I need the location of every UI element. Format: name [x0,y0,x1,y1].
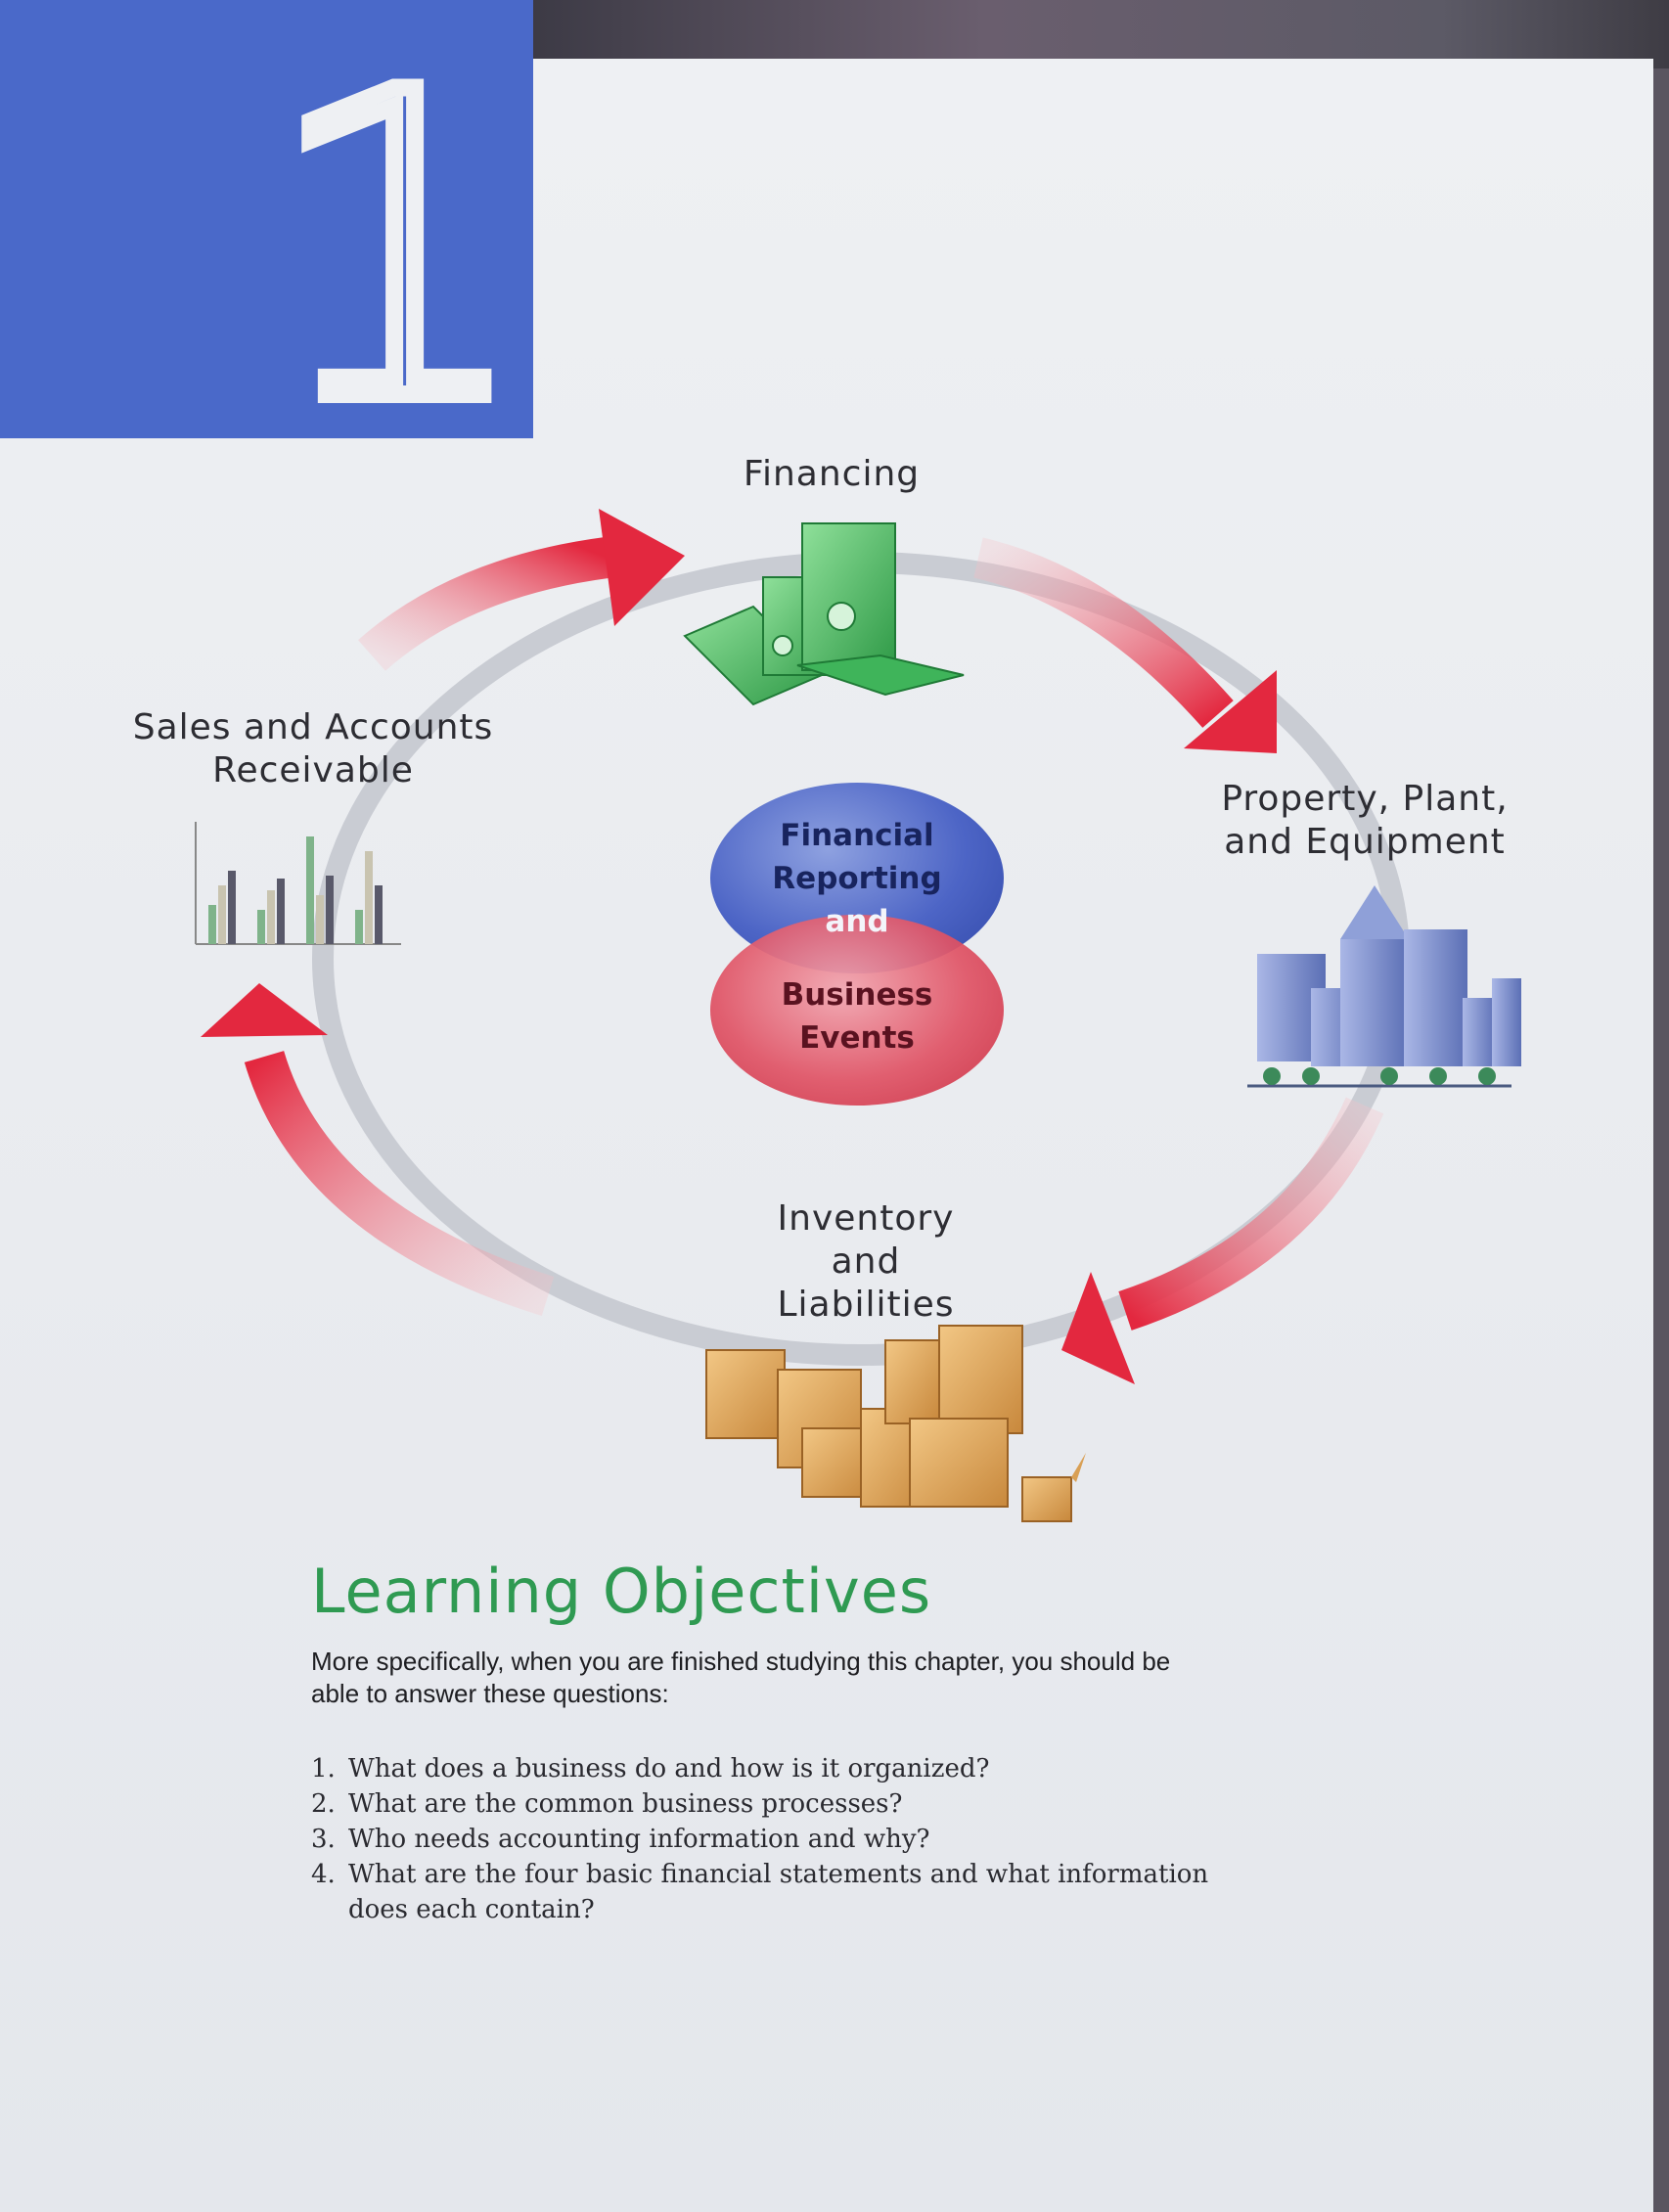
item-text: What are the four basic financial statem… [348,1860,1209,1924]
list-item: 4. What are the four basic financial stat… [311,1857,1211,1927]
ppe-label: Property, Plant, and Equipment [1203,778,1526,864]
sales-label-line: Sales and Accounts [132,707,494,747]
center-text-line: Events [799,1020,915,1056]
item-number: 1. [311,1754,336,1783]
list-item: 2. What are the common business processes… [311,1786,1211,1822]
center-bottom-text: Business Events [710,973,1004,1060]
financing-label: Financing [743,454,921,494]
learning-objectives-title: Learning Objectives [311,1556,932,1627]
item-text: What are the common business processes? [348,1789,903,1819]
list-item: 1. What does a business do and how is it … [311,1751,1211,1786]
inventory-label-line: Inventory [777,1198,955,1239]
business-events-ellipse [710,915,1004,1106]
money-stack-icon [683,522,965,706]
bar-chart-icon [195,822,401,945]
center-text-line: Business [781,977,933,1013]
arrow-inventory-to-sales [201,983,555,1317]
list-item: 3. Who needs accounting information and w… [311,1822,1211,1857]
item-text: Who needs accounting information and why… [348,1825,930,1854]
office-buildings-icon [1247,885,1521,1088]
center-text-line: Reporting [772,861,942,896]
center-text-line: Financial [780,818,934,853]
chapter-number: 1 [255,5,541,494]
learning-objectives-list: 1. What does a business do and how is it … [311,1751,1211,1927]
learning-objectives-intro: More specifically, when you are finished… [311,1647,1171,1708]
item-number: 3. [311,1825,336,1854]
item-text: What does a business do and how is it or… [348,1754,990,1783]
sales-label: Sales and Accounts Receivable [98,706,528,792]
arrow-sales-to-financing [358,509,685,671]
arrow-ppe-to-inventory [1061,1097,1384,1384]
background-strip [528,0,1669,68]
arrow-financing-to-ppe [973,537,1277,753]
center-text-line: and [825,904,889,939]
item-number: 2. [311,1789,336,1819]
ppe-label-line: Property, Plant, [1221,779,1509,819]
sales-label-line: Receivable [212,750,414,790]
inventory-label: Inventory and Liabilities [744,1197,988,1327]
item-number: 4. [311,1860,336,1889]
inventory-label-line: Liabilities [777,1285,955,1325]
inventory-label-line: and [831,1241,901,1282]
cardboard-boxes-icon [705,1325,1086,1522]
ppe-label-line: and Equipment [1224,822,1506,862]
center-top-text: Financial Reporting and [710,814,1004,943]
chapter-block [0,0,533,438]
